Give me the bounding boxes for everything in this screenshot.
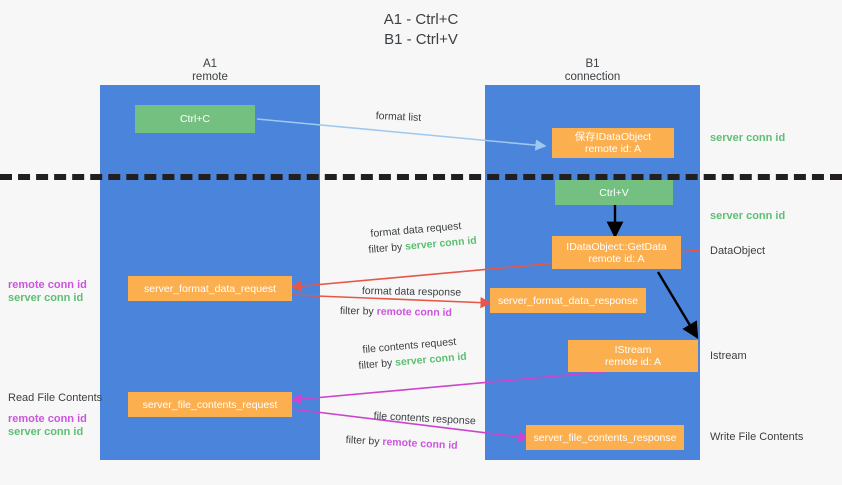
divider-dashed-line bbox=[0, 174, 842, 180]
box-ctrl-c[interactable]: Ctrl+C bbox=[135, 105, 255, 133]
box-idataobject-getdata[interactable]: IDataObject::GetData remote id: A bbox=[552, 236, 681, 269]
side-label-write-file-contents: Write File Contents bbox=[710, 431, 804, 443]
side-label-server-conn-id-upper: server conn id bbox=[8, 292, 84, 304]
side-label-remote-conn-id-lower: remote conn id bbox=[8, 413, 87, 425]
filter-by-text: filter by bbox=[368, 240, 406, 256]
side-label-dataobject: DataObject bbox=[710, 245, 766, 257]
box-server-file-contents-request[interactable]: server_file_contents_request bbox=[128, 392, 292, 417]
remote-conn-id-text: remote conn id bbox=[382, 435, 458, 452]
side-label-read-file-contents: Read File Contents bbox=[8, 392, 103, 404]
side-label-server-conn-id-lower: server conn id bbox=[8, 426, 84, 438]
side-label-istream: Istream bbox=[710, 350, 747, 362]
edge-label-format-data-response: format data response bbox=[361, 285, 462, 299]
edge-label-format-list: format list bbox=[375, 110, 422, 124]
box-istream[interactable]: IStream remote id: A bbox=[568, 340, 698, 372]
filter-by-text: filter by bbox=[339, 305, 377, 318]
box-server-format-data-response[interactable]: server_format_data_response bbox=[490, 288, 646, 313]
side-label-remote-conn-id-upper: remote conn id bbox=[8, 279, 87, 291]
remote-conn-id-text: remote conn id bbox=[376, 305, 453, 319]
box-server-format-data-request[interactable]: server_format_data_request bbox=[128, 276, 292, 301]
filter-by-text: filter by bbox=[358, 356, 396, 372]
server-conn-id-text: server conn id bbox=[404, 234, 478, 253]
side-label-server-conn-id-mid: server conn id bbox=[710, 210, 786, 222]
box-save-idataobject[interactable]: 保存IDataObject remote id: A bbox=[552, 128, 674, 158]
edge-label-file-contents-response-filter: filter by remote conn id bbox=[345, 434, 458, 453]
side-label-server-conn-id-top: server conn id bbox=[710, 132, 786, 144]
lane-header-b1: B1 connection bbox=[564, 58, 621, 83]
lane-header-a1: A1 remote bbox=[192, 58, 228, 83]
box-ctrl-v[interactable]: Ctrl+V bbox=[555, 180, 673, 205]
page-title: A1 - Ctrl+C B1 - Ctrl+V bbox=[383, 11, 459, 48]
filter-by-text: filter by bbox=[345, 434, 383, 448]
edge-label-format-data-response-filter: filter by remote conn id bbox=[340, 305, 452, 320]
box-server-file-contents-response[interactable]: server_file_contents_response bbox=[526, 425, 684, 450]
server-conn-id-text: server conn id bbox=[394, 350, 468, 369]
edge-label-file-contents-response: file contents response bbox=[373, 410, 477, 428]
